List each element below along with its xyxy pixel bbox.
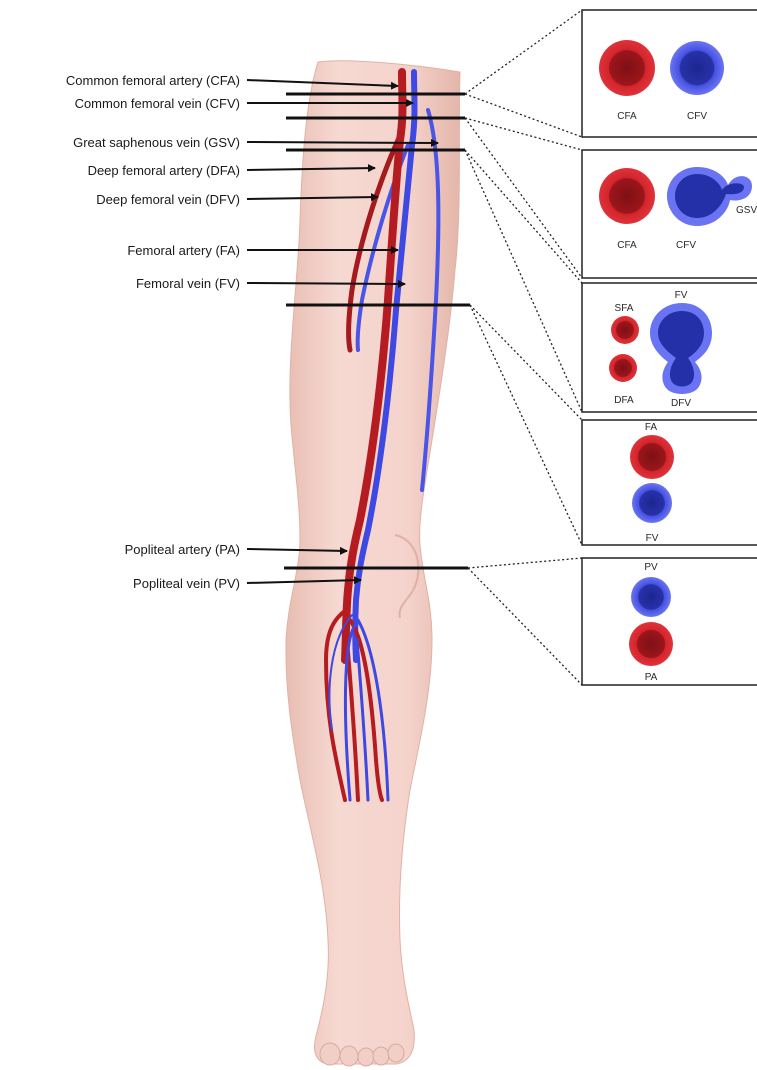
panel-5-artery-label: PA	[645, 672, 658, 683]
panel-2-vein-label: CFV	[676, 240, 696, 251]
label-fa: Femoral artery (FA)	[127, 243, 240, 258]
label-dfv: Deep femoral vein (DFV)	[96, 192, 240, 207]
panel-3-vein-bottom-label: DFV	[671, 398, 691, 409]
panel-5: PV PA	[582, 558, 757, 685]
label-cfa: Common femoral artery (CFA)	[66, 73, 240, 88]
label-gsv: Great saphenous vein (GSV)	[73, 135, 240, 150]
panel-5-vein	[631, 577, 671, 617]
panel-3-artery-bottom	[609, 354, 637, 382]
label-dfa: Deep femoral artery (DFA)	[88, 163, 240, 178]
panel-4: FA FV	[582, 420, 757, 545]
connector-lines	[465, 10, 582, 685]
label-cfv: Common femoral vein (CFV)	[75, 96, 240, 111]
panel-4-artery	[630, 435, 674, 479]
panel-1-vein-label: CFV	[687, 111, 707, 122]
panel-3-artery-bottom-label: DFA	[614, 395, 634, 406]
panel-4-frame	[582, 420, 757, 545]
label-pa: Popliteal artery (PA)	[125, 542, 240, 557]
panel-3-artery-top-label: SFA	[615, 303, 634, 314]
panel-1: CFA CFV	[582, 10, 757, 137]
panel-2-artery	[599, 168, 655, 224]
label-fv: Femoral vein (FV)	[136, 276, 240, 291]
panel-1-vein	[670, 41, 724, 95]
panel-2-artery-label: CFA	[617, 240, 637, 251]
panel-4-vein-label: FV	[646, 533, 659, 544]
panel-5-frame	[582, 558, 757, 685]
arrow-gsv	[247, 142, 438, 143]
panel-3-artery-top	[611, 316, 639, 344]
panel-2: CFA CFV GSV	[582, 150, 757, 278]
panel-4-artery-label: FA	[645, 422, 658, 433]
panel-1-artery-label: CFA	[617, 111, 637, 122]
panel-1-artery	[599, 40, 655, 96]
label-pv: Popliteal vein (PV)	[133, 576, 240, 591]
arrow-fv	[247, 283, 405, 284]
vessel-labels: Common femoral artery (CFA) Common femor…	[66, 73, 240, 591]
cross-section-panels: CFA CFV CFA CFV GSV SFA DFA FV DFV	[582, 10, 757, 685]
panel-3-vein-top-label: FV	[675, 290, 688, 301]
panel-4-vein	[632, 483, 672, 523]
panel-5-artery	[629, 622, 673, 666]
panel-3: SFA DFA FV DFV	[582, 283, 757, 412]
panel-5-vein-label: PV	[644, 562, 658, 573]
panel-2-branch-label: GSV	[736, 205, 757, 216]
